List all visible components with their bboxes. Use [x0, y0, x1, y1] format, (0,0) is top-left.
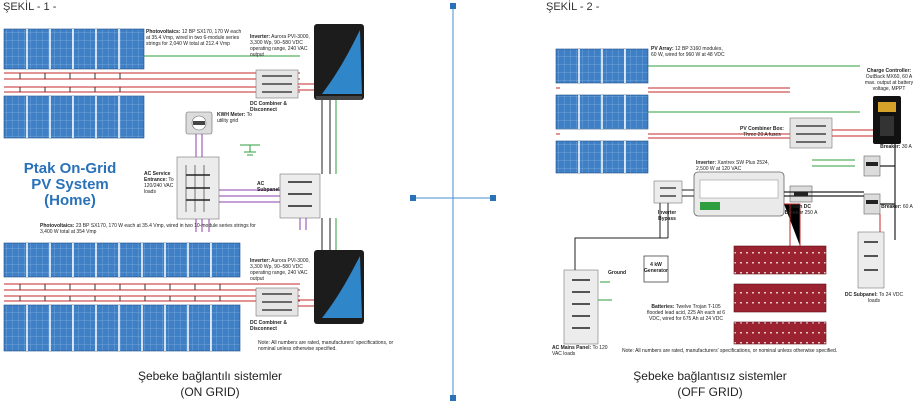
kwh-meter-label: KWH Meter: To utility grid — [217, 112, 253, 124]
generator-label: 4 kW Generator — [644, 262, 668, 274]
figure2-caption: Şebeke bağlantısız sistemler (OFF GRID) — [590, 368, 830, 400]
breaker-60a-label: Breaker: 60 A — [880, 204, 914, 210]
figure2-caption-line1: Şebeke bağlantısız sistemler — [633, 369, 787, 383]
pv-combiner-label-title: PV Combiner Box: — [740, 126, 784, 132]
ground-label: Ground — [608, 270, 627, 276]
charge-controller-label: Charge Controller: OutBack MX60, 60 A ma… — [860, 68, 918, 92]
figure2-label: ŞEKİL - 2 - — [546, 1, 600, 13]
inverter-bypass-label: Inverter Bypass — [657, 210, 677, 222]
ac-service-label: AC Service Entrance: To 120/240 VAC load… — [144, 171, 176, 195]
dc-subpanel — [857, 231, 885, 289]
figure1-caption-line2: (ON GRID) — [180, 385, 240, 399]
batteries-label: Batteries: Twelve Trojan T-105 flooded l… — [644, 304, 728, 322]
inverter-bypass — [653, 180, 683, 204]
kwh-meter-label-text: To utility grid — [217, 112, 252, 124]
pv-combiner-label-text: Three 20 A fuses — [743, 132, 781, 138]
pv-array-offgrid — [555, 48, 649, 174]
ac-service-label-text: To 120/240 VAC loads — [144, 177, 174, 195]
inverter-top — [314, 24, 364, 100]
pv-top-label-title: Photovoltaics: — [146, 29, 181, 35]
main-dc-breaker-label-title: Main DC Breaker — [784, 204, 811, 216]
inverter-bottom-label-title: Inverter: — [250, 258, 271, 264]
pv-array-top — [3, 28, 145, 139]
inverter-top-label-title: Inverter: — [250, 34, 271, 40]
dc-subpanel-label-text: To 24 VDC loads — [868, 292, 904, 304]
ac-service-label-title: AC Service Entrance: — [144, 171, 171, 183]
dc-subpanel-label-title: DC Subpanel: — [844, 292, 878, 298]
inverter-offgrid-label-text: Xantrex SW Plus 2524, 2,500 W at 120 VAC — [696, 160, 770, 172]
inverter-offgrid-label: Inverter: Xantrex SW Plus 2524, 2,500 W … — [696, 160, 778, 172]
batteries-label-title: Batteries: — [651, 304, 675, 310]
inverter-top-label: Inverter: Aurora PVI-3000, 3,300 Wp, 90–… — [250, 34, 314, 58]
system-title: Ptak On-Grid PV System (Home) — [23, 160, 117, 209]
breaker-30a-label-text: 30 A — [901, 144, 912, 150]
breaker-30a-label: Breaker: 30 A — [878, 144, 914, 150]
kwh-meter — [185, 111, 213, 135]
figure1-label: ŞEKİL - 1 - — [3, 1, 57, 13]
pv-combiner-box — [789, 117, 833, 149]
pv-array-label-text: 12 BP 3160 modules, 60 W, wired for 960 … — [651, 46, 725, 58]
batteries-label-text: Twelve Trojan T-105 flooded lead acid, 2… — [646, 304, 726, 322]
figure1-note: Note: All numbers are rated, manufacture… — [258, 340, 394, 352]
pv-top-label: Photovoltaics: 12 BP SX170, 170 W each a… — [146, 29, 244, 47]
inverter-bottom — [314, 250, 364, 324]
pv-top-label-text: 12 BP SX170, 170 W each at 35.4 Vmp, wir… — [146, 29, 242, 47]
dc-combiner-bottom-label: DC Combiner & Disconnect — [250, 320, 287, 332]
pv-bottom-label-text: 23 BP SX170, 170 W each at 35.4 Vmp, wir… — [40, 223, 256, 235]
battery-bank — [733, 245, 827, 345]
ac-mains-label-title: AC Mains Panel: — [552, 345, 592, 351]
dc-subpanel-label: DC Subpanel: To 24 VDC loads — [844, 292, 904, 304]
inverter-offgrid — [693, 171, 785, 217]
inverter-top-label-text: Aurora PVI-3000, 3,300 Wp, 90–580 VDC op… — [250, 34, 310, 58]
pv-array-bottom — [3, 242, 241, 352]
pv-array-label-title: PV Array: — [651, 46, 674, 52]
figure1-caption-line1: Şebeke bağlantılı sistemler — [137, 369, 283, 383]
charge-controller-label-title: Charge Controller: — [866, 68, 912, 74]
figure-divider — [410, 3, 496, 401]
pv-array-label: PV Array: 12 BP 3160 modules, 60 W, wire… — [651, 46, 729, 58]
inverter-offgrid-label-title: Inverter: — [696, 160, 717, 166]
pv-bottom-label-title: Photovoltaics: — [40, 223, 75, 229]
inverter-bottom-label: Inverter: Aurora PVI-3000, 3,300 Wp, 90–… — [250, 258, 314, 282]
pv-combiner-label: PV Combiner Box: Three 20 A fuses — [738, 126, 786, 138]
main-dc-breaker-label-text: 250 A — [804, 210, 818, 216]
ac-subpanel — [279, 173, 321, 219]
inverter-bottom-label-text: Aurora PVI-3000, 3,300 Wp, 90–580 VDC op… — [250, 258, 310, 282]
ac-wires — [195, 134, 307, 232]
dc-combiner-top-label: DC Combiner & Disconnect — [250, 101, 287, 113]
figure1-caption: Şebeke bağlantılı sistemler (ON GRID) — [90, 368, 330, 400]
ac-mains-label: AC Mains Panel: To 120 VAC loads — [552, 345, 616, 357]
ac-subpanel-label: AC Subpanel — [257, 181, 280, 193]
generator — [643, 255, 669, 283]
pv-bottom-label: Photovoltaics: 23 BP SX170, 170 W each a… — [40, 223, 260, 235]
ac-mains-label-text: To 120 VAC loads — [552, 345, 608, 357]
ac-mains-panel — [563, 269, 599, 345]
charge-controller-label-text: OutBack MX60, 60 A max. output at batter… — [864, 74, 914, 92]
breaker-60a-label-text: 60 A — [902, 204, 913, 210]
figure2-note: Note: All numbers are rated, manufacture… — [622, 348, 838, 354]
breaker-30a-label-title: Breaker: — [880, 144, 901, 150]
charge-controller — [873, 96, 901, 144]
pv-top-wires — [4, 72, 300, 93]
kwh-meter-label-title: KWH Meter: — [217, 112, 246, 118]
main-dc-breaker-label: Main DC Breaker 250 A — [784, 204, 818, 216]
breaker-60a-label-title: Breaker: — [881, 204, 902, 210]
figure2-caption-line2: (OFF GRID) — [677, 385, 743, 399]
